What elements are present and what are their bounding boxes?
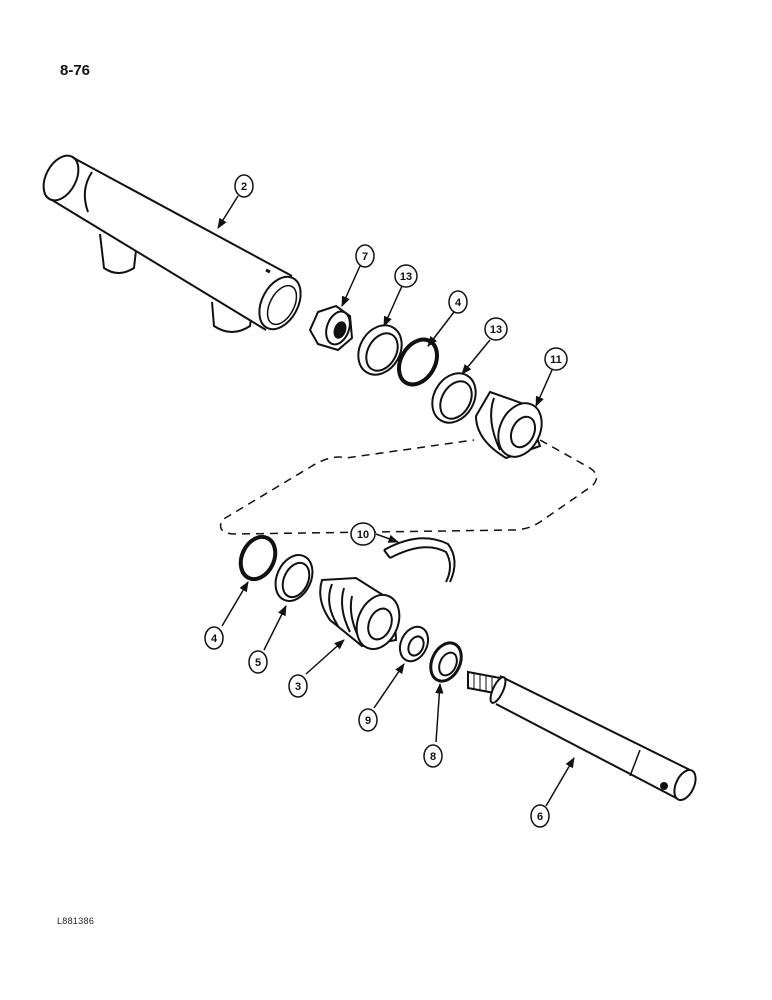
page-number: 8-76 xyxy=(60,62,91,79)
callout-4-lower: 4 xyxy=(204,626,224,650)
callout-2: 2 xyxy=(234,174,254,198)
callout-13-upper: 13 xyxy=(394,264,418,288)
callout-5: 5 xyxy=(248,650,268,674)
callout-3: 3 xyxy=(288,674,308,698)
callout-9-label: 9 xyxy=(365,715,371,727)
callout-9: 9 xyxy=(358,708,378,732)
callout-7-label: 7 xyxy=(362,251,368,263)
leader-lines xyxy=(217,195,575,807)
callout-4-lower-label: 4 xyxy=(211,633,218,645)
backup-ring xyxy=(274,554,314,602)
backup-ring-lower xyxy=(431,372,477,424)
callout-6-label: 6 xyxy=(537,811,543,823)
drawing-code: L881386 xyxy=(57,916,95,926)
wiper-seal xyxy=(429,641,463,683)
bushing xyxy=(398,625,430,663)
dashed-connector xyxy=(219,439,598,535)
backup-ring-upper xyxy=(357,324,403,376)
wear-ring xyxy=(383,537,456,583)
callout-3-label: 3 xyxy=(295,681,301,693)
callout-8-label: 8 xyxy=(430,751,436,763)
hex-nut xyxy=(308,304,354,352)
callout-13-lower: 13 xyxy=(484,317,508,341)
piston xyxy=(474,390,543,460)
o-ring-lower xyxy=(238,534,278,582)
o-ring-upper xyxy=(397,337,439,387)
cylinder-head xyxy=(319,576,401,651)
callout-4-upper-label: 4 xyxy=(455,297,462,309)
piston-rod xyxy=(467,670,697,801)
callout-11-label: 11 xyxy=(550,354,562,366)
callout-4-upper: 4 xyxy=(448,290,468,314)
callout-6: 6 xyxy=(530,804,550,828)
cylinder-barrel xyxy=(42,154,302,333)
callout-13-lower-label: 13 xyxy=(490,324,502,336)
callout-8: 8 xyxy=(423,744,443,768)
callout-2-label: 2 xyxy=(241,181,247,193)
callout-10: 10 xyxy=(350,522,376,546)
callout-7: 7 xyxy=(355,244,375,268)
callout-10-label: 10 xyxy=(357,529,369,541)
callout-5-label: 5 xyxy=(255,657,261,669)
callout-13-upper-label: 13 xyxy=(400,271,412,283)
callout-11: 11 xyxy=(544,347,568,371)
